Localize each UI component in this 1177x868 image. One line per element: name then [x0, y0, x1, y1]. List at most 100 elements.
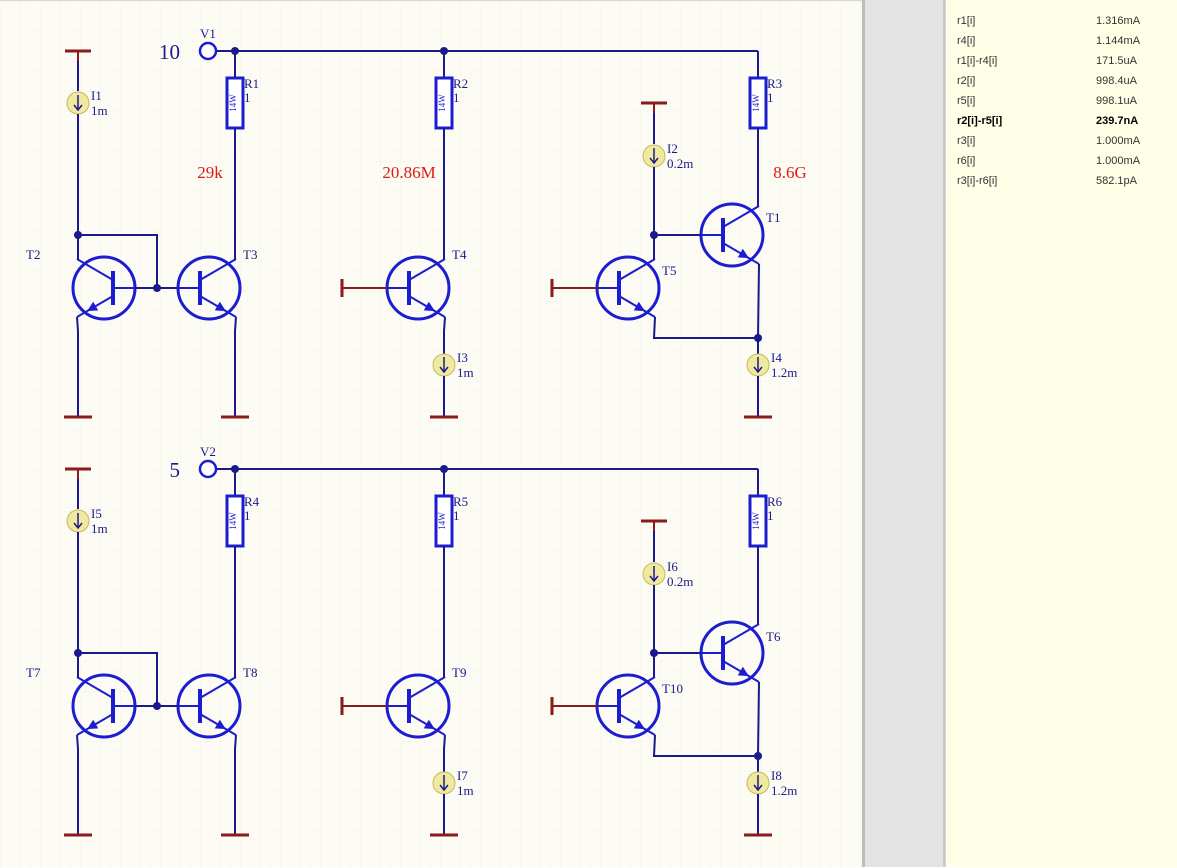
measurement-annotation: 29k [197, 163, 223, 182]
resistor-value: 1 [767, 90, 774, 105]
result-value: 1.000mA [1096, 155, 1141, 167]
current-value: 1.2m [771, 783, 797, 798]
transistor-arrow [633, 301, 645, 312]
resistor-ref: R6 [767, 494, 783, 509]
transistor-ref: T5 [662, 263, 676, 278]
current-arrow [73, 522, 83, 530]
transistor-ref: T1 [766, 210, 780, 225]
result-row[interactable]: r2[i]-r5[i] 239.7nA [957, 115, 1172, 133]
current-value: 0.2m [667, 156, 693, 171]
result-row[interactable]: r3[i]-r6[i] 582.1pA [957, 175, 1172, 193]
transistor-collector [722, 205, 760, 228]
result-name: r1[i] [957, 15, 976, 27]
current-arrow [649, 575, 659, 583]
resistor-power: 14W [437, 512, 447, 530]
current-ref: I5 [91, 506, 102, 521]
voltage-source-terminal [198, 41, 218, 61]
wire [77, 235, 79, 260]
result-row[interactable]: r2[i]998.4uA [957, 75, 1172, 93]
wire [234, 128, 236, 260]
transistor-ref: T3 [243, 247, 257, 262]
panel-splitter[interactable] [862, 0, 945, 867]
transistor-ref: T8 [243, 665, 257, 680]
result-name: r3[i]-r6[i] [957, 175, 998, 187]
wire [443, 316, 446, 354]
transistor-ref: T7 [26, 665, 41, 680]
transistor-collector [199, 258, 237, 281]
wire [757, 263, 760, 339]
resistor-ref: R2 [453, 76, 468, 91]
resistor-ref: R5 [453, 494, 468, 509]
current-ref: I1 [91, 88, 102, 103]
resistor-ref: R1 [244, 76, 259, 91]
transistor-ref: T9 [452, 665, 466, 680]
voltage-source-ref: V1 [200, 26, 216, 41]
wire [76, 316, 79, 417]
result-value: 998.4uA [1096, 75, 1137, 87]
current-ref: I3 [457, 350, 468, 365]
wire [76, 734, 79, 835]
result-name: r6[i] [957, 155, 976, 167]
current-ref: I7 [457, 768, 468, 783]
result-row[interactable]: r1[i]-r4[i] 171.5uA [957, 55, 1172, 73]
result-value: 239.7nA [1096, 115, 1139, 127]
transistor-collector [76, 676, 114, 699]
resistor-value: 1 [244, 90, 251, 105]
result-value: 998.1uA [1096, 95, 1137, 107]
transistor-arrow [633, 719, 645, 730]
transistor-arrow [214, 719, 226, 730]
result-value: 171.5uA [1096, 55, 1137, 67]
resistor-value: 1 [767, 508, 774, 523]
current-ref: I2 [667, 141, 678, 156]
resistor-power: 14W [228, 94, 238, 112]
wire [77, 653, 79, 678]
current-arrow [439, 784, 449, 792]
resistor-ref: R3 [767, 76, 782, 91]
current-arrow [753, 366, 763, 374]
transistor-collector [618, 676, 656, 699]
result-name: r5[i] [957, 95, 976, 107]
result-row[interactable]: r4[i]1.144mA [957, 35, 1172, 53]
current-arrow [439, 366, 449, 374]
result-row[interactable]: r6[i] 1.000mA [957, 155, 1172, 173]
wire [652, 734, 758, 757]
result-value: 582.1pA [1096, 175, 1137, 187]
result-name: r2[i]-r5[i] [957, 115, 1003, 127]
current-ref: I8 [771, 768, 782, 783]
result-row[interactable]: r1[i] 1.316mA [957, 15, 1172, 33]
resistor-power: 14W [751, 94, 761, 112]
result-row[interactable]: r3[i]1.000mA [957, 135, 1172, 153]
current-ref: I4 [771, 350, 782, 365]
result-name: r1[i]-r4[i] [957, 55, 998, 67]
wire [443, 734, 446, 772]
current-value: 1m [91, 103, 108, 118]
transistor-collector [722, 623, 760, 646]
current-value: 1m [91, 521, 108, 536]
transistor-collector [408, 258, 446, 281]
transistor-arrow [423, 719, 435, 730]
transistor-ref: T10 [662, 681, 683, 696]
measurement-annotation: 20.86M [382, 163, 435, 182]
result-row[interactable]: r5[i] 998.1uA [957, 95, 1172, 113]
result-value: 1.316mA [1096, 15, 1141, 27]
supply-voltage: 10 [159, 40, 180, 64]
current-value: 1m [457, 365, 474, 380]
wire [652, 316, 758, 339]
resistor-value: 1 [453, 90, 460, 105]
current-arrow [753, 784, 763, 792]
voltage-source-ref: V2 [200, 444, 216, 459]
resistor-power: 14W [228, 512, 238, 530]
current-value: 1m [457, 783, 474, 798]
current-value: 0.2m [667, 574, 693, 589]
current-value: 1.2m [771, 365, 797, 380]
wire [78, 234, 158, 288]
transistor-collector [76, 258, 114, 281]
result-name: r3[i] [957, 135, 976, 147]
wire [78, 652, 158, 706]
wire [234, 734, 237, 835]
current-arrow [73, 104, 83, 112]
results-panel: r1[i] 1.316mA r4[i]1.144mA r1[i]-r4[i] 171.5… [945, 0, 1177, 867]
transistor-ref: T2 [26, 247, 40, 262]
